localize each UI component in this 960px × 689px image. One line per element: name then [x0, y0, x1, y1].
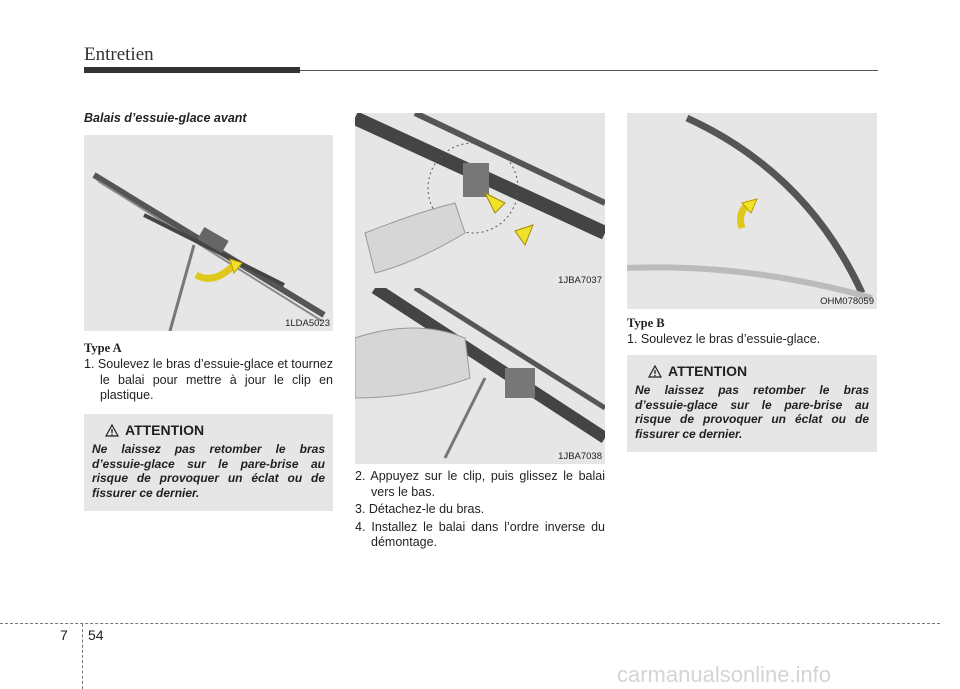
list-item: 1. Soulevez le bras d’essuie-glace. [627, 332, 821, 346]
attention-text: Ne laissez pas retomber le bras d’essuie… [92, 442, 325, 500]
footer-vertical-divider [82, 624, 83, 689]
section-title: Balais d’essuie-glace avant [84, 111, 247, 125]
type-a-label: Type A [84, 341, 122, 355]
attention-heading: ATTENTION [105, 422, 325, 438]
type-a-steps: 1. Soulevez le bras d’essuie-glace et to… [84, 357, 333, 406]
attention-title: ATTENTION [125, 422, 205, 438]
list-item: 1. Soulevez le bras d’essuie-glace et to… [84, 357, 333, 402]
type-b-label: Type B [627, 316, 665, 330]
attention-text: Ne laissez pas retomber le bras d’essuie… [635, 383, 869, 441]
figure-code: OHM078059 [820, 296, 874, 307]
attention-title: ATTENTION [668, 363, 748, 379]
type-b-steps: 1. Soulevez le bras d’essuie-glace. [627, 332, 877, 350]
warning-triangle-icon [105, 423, 119, 437]
figure-wiper-clip: 1JBA7037 [352, 110, 608, 288]
wiper-clip-illustration [352, 110, 608, 274]
list-item: 4. Installez le balai dans l’ordre inver… [355, 519, 605, 550]
attention-box-right: ATTENTION Ne laissez pas retomber le bra… [627, 355, 877, 452]
header-rule [300, 70, 878, 71]
wiper-blade-illustration [92, 172, 326, 332]
figure-wiper-type-a: 1LDA5023 [84, 135, 333, 332]
list-item: 2. Appuyez sur le clip, puis glissez le … [355, 469, 605, 499]
wiper-slide-illustration [354, 282, 609, 459]
watermark: carmanualsonline.info [617, 662, 832, 687]
figure-code: 1JBA7038 [558, 451, 602, 462]
page-number: 54 [88, 627, 104, 643]
figure-wiper-type-b: OHM078059 [626, 113, 877, 309]
middle-steps: 2. Appuyez sur le clip, puis glissez le … [355, 469, 605, 553]
attention-heading: ATTENTION [648, 363, 869, 379]
footer-divider [0, 623, 940, 624]
figure-code: 1LDA5023 [285, 318, 330, 329]
page-header-title: Entretien [84, 44, 154, 65]
wiper-type-b-illustration [626, 114, 873, 301]
figure-wiper-slide: 1JBA7038 [354, 282, 609, 464]
figure-code: 1JBA7037 [558, 275, 602, 286]
attention-box-left: ATTENTION Ne laissez pas retomber le bra… [84, 414, 333, 511]
list-item: 3. Détachez-le du bras. [355, 502, 485, 516]
chapter-number: 7 [60, 627, 68, 643]
header-bar [84, 67, 300, 73]
warning-triangle-icon [648, 364, 662, 378]
